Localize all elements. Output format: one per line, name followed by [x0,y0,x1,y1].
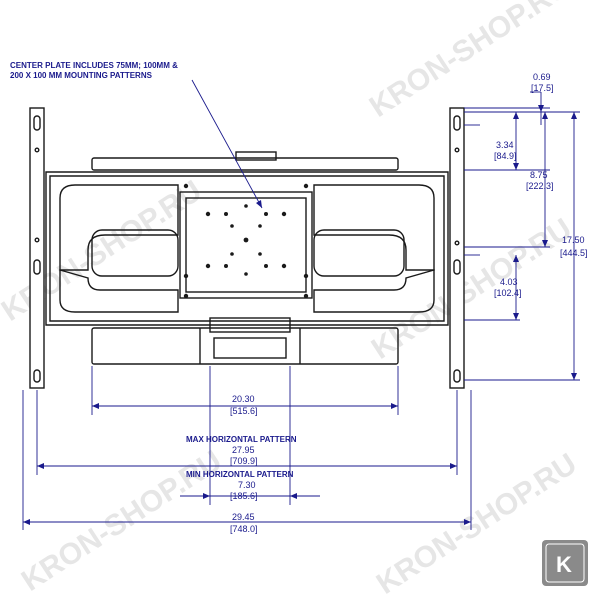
dim-3-34-in: 3.34 [496,140,514,150]
right-wall-rail [449,107,465,389]
dim-27-95-mm: [709.9] [230,456,258,466]
top-arm-housing [91,157,399,171]
right-arm-pad [313,229,405,277]
dim-3-34-mm: [84.9] [494,151,517,161]
max-horizontal-label: MAX HORIZONTAL PATTERN [186,435,297,444]
dim-27-95-in: 27.95 [232,445,255,455]
kron-logo: K [542,540,588,586]
dim-8-75-mm: [222.3] [526,181,554,191]
dim-29-45-in: 29.45 [232,512,255,522]
dim-4-03-mm: [102.4] [494,288,522,298]
dim-7-30-mm: [185.6] [230,491,258,501]
dimension-labels: CENTER PLATE INCLUDES 75MM; 100MM & 200 … [10,61,588,534]
right-arm-upper [313,184,435,271]
left-arm-pad [91,229,179,277]
dim-20-30-in: 20.30 [232,394,255,404]
dim-0-69-mm: [17.5] [531,83,554,93]
dim-8-75-in: 8.75 [530,170,548,180]
dim-17-50-in: 17.50 [562,235,585,245]
dim-29-45-mm: [748.0] [230,524,258,534]
watermarks: KRON-SHOP.RU KRON-SHOP.RU KRON-SHOP.RU K… [0,0,583,600]
dim-4-03-in: 4.03 [500,277,518,287]
left-arm-upper [59,184,179,271]
dimension-lines [22,79,580,530]
outer-frame [45,171,449,326]
left-wall-rail [29,107,45,389]
min-horizontal-label: MIN HORIZONTAL PATTERN [186,470,294,479]
bracket-drawing [29,107,465,389]
watermark: KRON-SHOP.RU [16,444,228,598]
dim-7-30-in: 7.30 [238,480,256,490]
center-mounting-plate [179,191,313,299]
bottom-arm-housing [91,327,399,365]
note-line-2: 200 X 100 MM MOUNTING PATTERNS [10,71,153,80]
plate-holes [183,183,309,299]
watermark: KRON-SHOP.RU [364,0,576,124]
dim-20-30-mm: [515.6] [230,406,258,416]
logo-letter: K [556,552,572,577]
note-line-1: CENTER PLATE INCLUDES 75MM; 100MM & [10,61,178,70]
dim-17-50-mm: [444.5] [560,248,588,258]
dim-0-69-in: 0.69 [533,72,551,82]
arrowheads [23,105,577,525]
